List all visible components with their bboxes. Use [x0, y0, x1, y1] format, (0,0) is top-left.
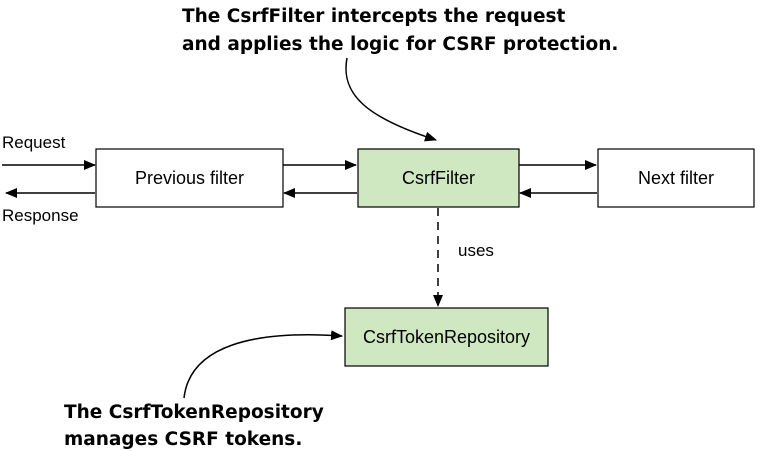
csrf-filter-box: CsrfFilter: [357, 148, 520, 208]
previous-filter-label: Previous filter: [135, 168, 244, 188]
csrf-filter-label: CsrfFilter: [402, 168, 475, 188]
uses-label: uses: [458, 241, 494, 260]
csrf-token-repository-box: CsrfTokenRepository: [344, 307, 549, 367]
token-repository-callout-line1: The CsrfTokenRepository: [64, 402, 324, 423]
previous-filter-box: Previous filter: [95, 148, 284, 208]
next-filter-label: Next filter: [638, 168, 714, 188]
request-label: Request: [2, 133, 66, 152]
next-filter-rect: [597, 148, 755, 208]
csrf-token-repository-rect: [344, 307, 549, 367]
token-repository-callout-line2: manages CSRF tokens.: [64, 429, 302, 450]
csrf-filter-rect: [357, 148, 520, 208]
next-filter-box: Next filter: [597, 148, 755, 208]
csrf-filter-callout-line2: and applies the logic for CSRF protectio…: [182, 34, 618, 55]
response-label: Response: [2, 206, 79, 225]
csrf-filter-callout-pointer: [345, 57, 437, 142]
token-repository-callout-pointer: [183, 330, 343, 399]
csrf-filter-callout-line1: The CsrfFilter intercepts the request: [182, 6, 566, 27]
csrf-token-repository-label: CsrfTokenRepository: [363, 327, 530, 347]
previous-filter-rect: [95, 148, 284, 208]
